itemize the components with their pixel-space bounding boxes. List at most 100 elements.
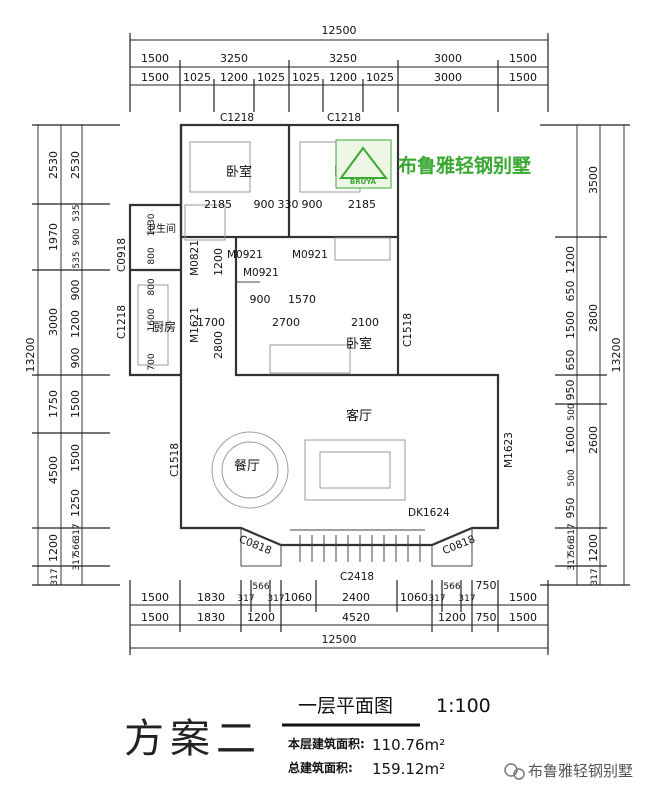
left-dimensions: 13200 2530 1970 3000 1750 4500 1200 317 … xyxy=(24,124,120,586)
dim-text: 1025 xyxy=(366,71,394,84)
dim-text: 2100 xyxy=(351,316,379,329)
window-c2418: C2418 xyxy=(340,571,374,583)
total-width-top: 12500 xyxy=(322,24,357,37)
total-height-left: 13200 xyxy=(24,338,37,373)
bottom-dimensions: 1500 1830 317 566 317 1060 2400 1060 317… xyxy=(129,579,549,655)
dim-text: 1830 xyxy=(197,591,225,604)
dim-text: 317 xyxy=(72,553,82,570)
dim-text: 3000 xyxy=(434,71,462,84)
door-m0921-b: M0921 xyxy=(292,249,328,261)
total-area-value: 159.12m² xyxy=(372,760,445,778)
door-dk1624: DK1624 xyxy=(408,507,450,519)
dim-text: 500 xyxy=(567,469,577,486)
drawing-title: 一层平面图 xyxy=(298,695,393,717)
dim-text: 317 xyxy=(567,523,577,540)
dim-text: 3000 xyxy=(47,308,60,336)
dim-text: 566 xyxy=(443,582,460,592)
dim-text: 1500 xyxy=(141,591,169,604)
dim-text: 3250 xyxy=(329,52,357,65)
dim-text: 700 xyxy=(147,353,157,370)
dim-text: 1025 xyxy=(292,71,320,84)
dim-text: 1200 xyxy=(438,611,466,624)
floor-area-value: 110.76m² xyxy=(372,736,445,754)
dim-text: 1500 xyxy=(69,390,82,418)
dim-text: 1500 xyxy=(509,591,537,604)
total-width-bottom: 12500 xyxy=(322,633,357,646)
dim-text: 900 xyxy=(69,348,82,369)
dim-text: 1700 xyxy=(197,316,225,329)
dim-text: 1060 xyxy=(284,591,312,604)
dim-text: 1025 xyxy=(183,71,211,84)
dim-text: 1200 xyxy=(247,611,275,624)
window-c1218-b: C1218 xyxy=(327,112,361,124)
door-m0821: M0821 xyxy=(189,240,201,276)
dim-text: 1500 xyxy=(564,311,577,339)
dim-text: 1970 xyxy=(47,223,60,251)
dim-text: 1200 xyxy=(587,534,600,562)
dim-text: 2700 xyxy=(272,316,300,329)
dim-text: 900 xyxy=(72,228,82,245)
window-c1518-b: C1518 xyxy=(169,443,181,477)
dim-text: 1500 xyxy=(141,52,169,65)
brand-logo: BRUYA 布鲁雅轻钢别墅 xyxy=(335,139,531,189)
dim-text: 317 xyxy=(458,594,475,604)
watermark-text: 布鲁雅轻钢别墅 xyxy=(528,762,633,780)
room-living: 客厅 xyxy=(346,408,372,424)
dim-text: 1750 xyxy=(47,390,60,418)
dim-text: 800 xyxy=(147,247,157,264)
dim-text: 1200 xyxy=(69,310,82,338)
window-c1218-a: C1218 xyxy=(220,112,254,124)
dim-text: 1200 xyxy=(220,71,248,84)
dim-text: 1500 xyxy=(509,611,537,624)
room-bedroom-3: 卧室 xyxy=(346,336,372,352)
dim-text: 317 xyxy=(428,594,445,604)
dim-text: 1570 xyxy=(288,293,316,306)
dim-text: 1500 xyxy=(141,71,169,84)
dim-text: 317 xyxy=(590,568,600,585)
dim-text: 1200 xyxy=(212,248,225,276)
total-area-label: 总建筑面积: xyxy=(288,760,353,775)
dim-text: 950 xyxy=(564,498,577,519)
dim-text: 900 xyxy=(254,198,275,211)
logo-text: 布鲁雅轻钢别墅 xyxy=(398,154,531,177)
dim-text: 1200 xyxy=(47,534,60,562)
dim-text: 330 xyxy=(278,198,299,211)
dim-text: 2530 xyxy=(69,151,82,179)
dim-text: 900 xyxy=(69,280,82,301)
window-c1518-a: C1518 xyxy=(402,313,414,347)
dim-text: 2185 xyxy=(348,198,376,211)
dim-text: 566 xyxy=(72,538,82,555)
dim-text: 3500 xyxy=(587,166,600,194)
dim-text: 650 xyxy=(564,350,577,371)
right-dimensions: 3500 2800 2600 1200 317 13200 1200 650 1… xyxy=(540,124,630,586)
dim-text: 1500 xyxy=(141,611,169,624)
dim-text: 535 xyxy=(72,204,82,221)
dim-text: 4500 xyxy=(47,456,60,484)
dim-text: 2400 xyxy=(342,591,370,604)
dim-text: 1060 xyxy=(400,591,428,604)
dim-text: 566 xyxy=(567,538,577,555)
door-m0921-a: M0921 xyxy=(227,249,263,261)
dim-text: 1500 xyxy=(509,71,537,84)
title-block: 方案二 一层平面图 1:100 本层建筑面积: 110.76m² 总建筑面积: … xyxy=(124,695,491,778)
drawing-scale: 1:100 xyxy=(436,695,491,717)
room-bedroom-1: 卧室 xyxy=(226,164,252,180)
dim-text: 750 xyxy=(476,579,497,592)
dim-text: 950 xyxy=(564,380,577,401)
dim-text: 1250 xyxy=(69,489,82,517)
dim-text: 2600 xyxy=(587,426,600,454)
room-dining: 餐厅 xyxy=(234,458,260,474)
dim-text: 800 xyxy=(147,278,157,295)
dim-text: 1500 xyxy=(69,444,82,472)
dim-text: 900 xyxy=(302,198,323,211)
dim-text: 650 xyxy=(564,281,577,302)
dim-text: 317 xyxy=(50,568,60,585)
dim-text: 1600 xyxy=(564,426,577,454)
dim-text: 2800 xyxy=(587,304,600,332)
door-m1621: M1621 xyxy=(189,307,201,343)
total-height-right: 13200 xyxy=(610,338,623,373)
dim-text: 566 xyxy=(252,582,269,592)
dim-text: 1200 xyxy=(564,246,577,274)
room-bathroom: 卫生间 xyxy=(146,222,176,235)
